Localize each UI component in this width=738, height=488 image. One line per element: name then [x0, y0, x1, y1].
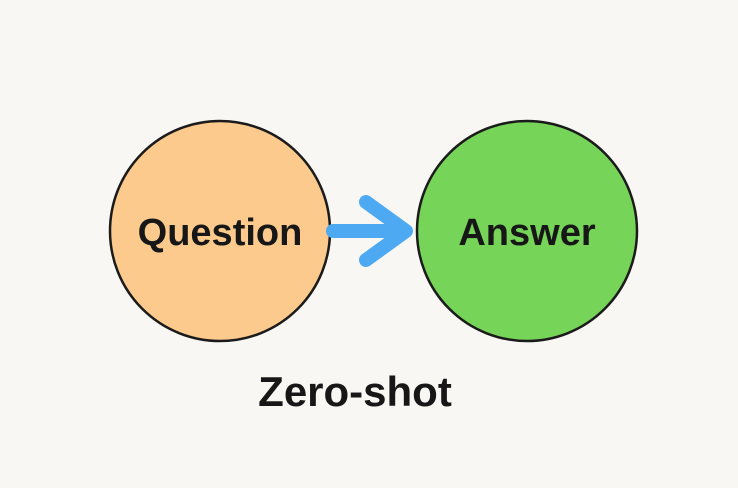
answer-node: Answer: [415, 119, 639, 343]
answer-circle: [415, 119, 639, 343]
answer-label: Answer: [458, 212, 595, 254]
arrow-head: [359, 195, 413, 267]
right-arrow-icon: [326, 195, 413, 267]
question-node: Question: [108, 119, 332, 343]
question-label: Question: [138, 212, 303, 254]
diagram-caption: Zero-shot: [258, 368, 452, 415]
